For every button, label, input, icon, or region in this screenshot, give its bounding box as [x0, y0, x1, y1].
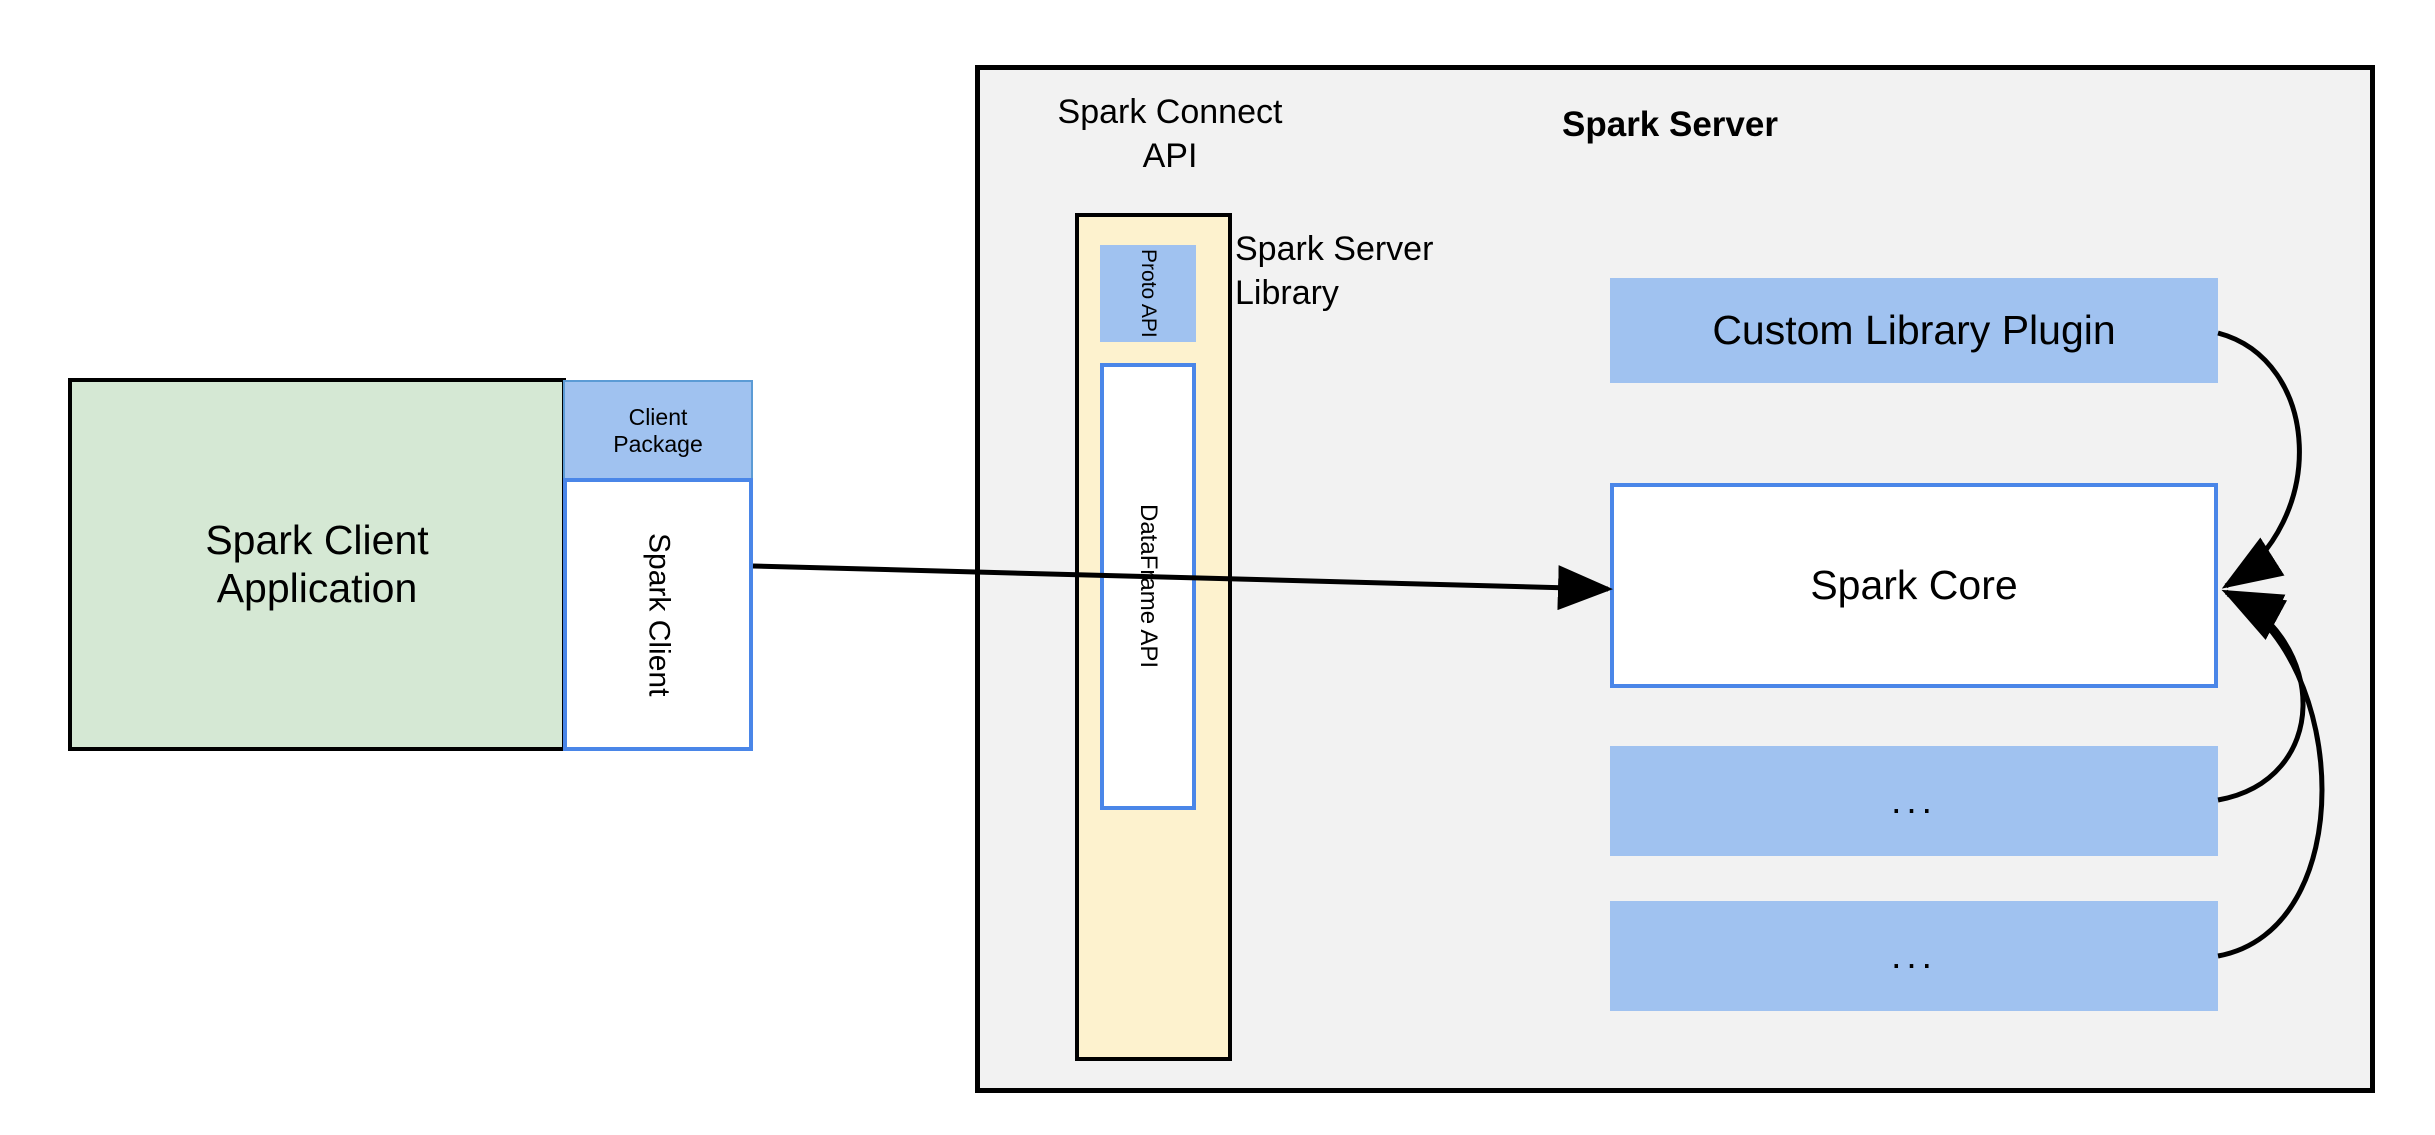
- app-label-line-2: Application: [216, 564, 418, 611]
- connect-api-label-line-2: API: [1142, 137, 1198, 176]
- spark-client-label: Spark Client: [642, 532, 676, 697]
- additional-component-box-1[interactable]: ...: [1610, 746, 2218, 856]
- client-package-label: Client Package: [613, 404, 703, 457]
- proto-api-box[interactable]: Proto API: [1100, 245, 1196, 342]
- client-package-box[interactable]: Client Package: [563, 380, 753, 479]
- spark-client-box[interactable]: Spark Client: [563, 478, 753, 751]
- custom-library-plugin-box[interactable]: Custom Library Plugin: [1610, 278, 2218, 383]
- connect-api-label-line-1: Spark Connect: [1057, 93, 1283, 131]
- custom-library-plugin-label: Custom Library Plugin: [1712, 306, 2116, 353]
- spark-core-box[interactable]: Spark Core: [1610, 483, 2218, 688]
- spark-client-application-label: Spark Client Application: [205, 517, 428, 612]
- app-label-line-1: Spark Client: [205, 516, 429, 563]
- dataframe-api-label: DataFrame API: [1134, 504, 1162, 669]
- dataframe-api-box[interactable]: DataFrame API: [1100, 363, 1196, 810]
- server-library-label-line-2: Library: [1235, 274, 1339, 313]
- spark-client-application-box[interactable]: Spark Client Application: [68, 378, 566, 751]
- package-label-line-1: Client: [628, 403, 688, 430]
- package-label-line-2: Package: [613, 430, 703, 457]
- server-library-label-line-1: Spark Server: [1235, 230, 1434, 268]
- ellipsis-label-2: ...: [1891, 934, 1937, 976]
- spark-connect-api-label: Spark Connect API: [1000, 90, 1340, 178]
- spark-server-title: Spark Server: [1562, 105, 1778, 144]
- additional-component-box-2[interactable]: ...: [1610, 901, 2218, 1011]
- ellipsis-label-1: ...: [1891, 779, 1937, 821]
- proto-api-label: Proto API: [1137, 249, 1161, 338]
- spark-server-library-label: Spark Server Library: [1235, 227, 1575, 315]
- spark-core-label: Spark Core: [1810, 561, 2018, 608]
